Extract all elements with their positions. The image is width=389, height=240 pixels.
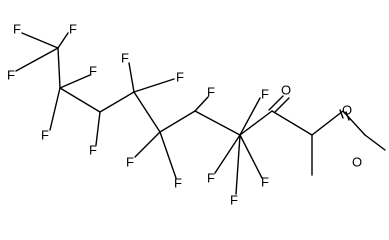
bond-line xyxy=(134,131,161,158)
atom-label-f: F xyxy=(89,64,97,79)
bond-line xyxy=(15,47,59,72)
bond-line xyxy=(364,134,386,151)
bond-line xyxy=(159,110,196,133)
bond-line xyxy=(159,131,177,179)
atom-label-f: F xyxy=(13,22,21,37)
bond-line xyxy=(95,111,101,146)
atom-label-o: O xyxy=(281,83,291,98)
bond-line xyxy=(239,97,261,136)
bond-line xyxy=(239,134,263,179)
atom-label-layer: F F F F F F F F F F F F F F F O O O xyxy=(7,22,362,208)
atom-label-f: F xyxy=(7,68,15,83)
atom-label-f: F xyxy=(261,87,269,102)
atom-label-f: F xyxy=(174,176,182,191)
bond-line xyxy=(271,110,313,136)
bond-line xyxy=(214,134,241,174)
bond-line xyxy=(133,91,161,133)
bond-line xyxy=(345,111,350,121)
atom-label-f: F xyxy=(121,51,129,66)
bond-line xyxy=(59,87,101,113)
bond-line xyxy=(99,91,135,113)
bond-line xyxy=(239,110,273,136)
bond-line xyxy=(57,47,61,89)
molecule-diagram: F F F F F F F F F F F F F F F O O O xyxy=(7,22,386,208)
atom-label-f: F xyxy=(207,85,215,100)
bond-line xyxy=(268,95,284,111)
bond-line xyxy=(339,109,344,119)
atom-label-f: F xyxy=(41,128,49,143)
bond-line xyxy=(274,97,290,113)
bond-line xyxy=(128,62,135,93)
atom-label-o: O xyxy=(342,103,352,118)
atom-label-f: F xyxy=(230,193,238,208)
bond-line xyxy=(49,87,61,131)
bond-line xyxy=(194,96,209,112)
bond-line xyxy=(311,110,344,136)
atom-label-f: F xyxy=(126,155,134,170)
bond-line xyxy=(133,78,175,93)
atom-label-o: O xyxy=(352,155,362,170)
bond-line xyxy=(194,110,241,136)
atom-label-f: F xyxy=(176,70,184,85)
bond-line xyxy=(21,32,59,49)
structure-canvas: F F F F F F F F F F F F F F F O O O xyxy=(7,22,386,208)
bond-line xyxy=(235,134,241,195)
bond-layer xyxy=(15,32,386,195)
atom-label-f: F xyxy=(261,175,269,190)
atom-label-f: F xyxy=(89,143,97,158)
bond-line xyxy=(57,32,69,49)
bond-line xyxy=(59,74,91,89)
atom-label-f: F xyxy=(69,22,77,37)
atom-label-f: F xyxy=(207,171,215,186)
